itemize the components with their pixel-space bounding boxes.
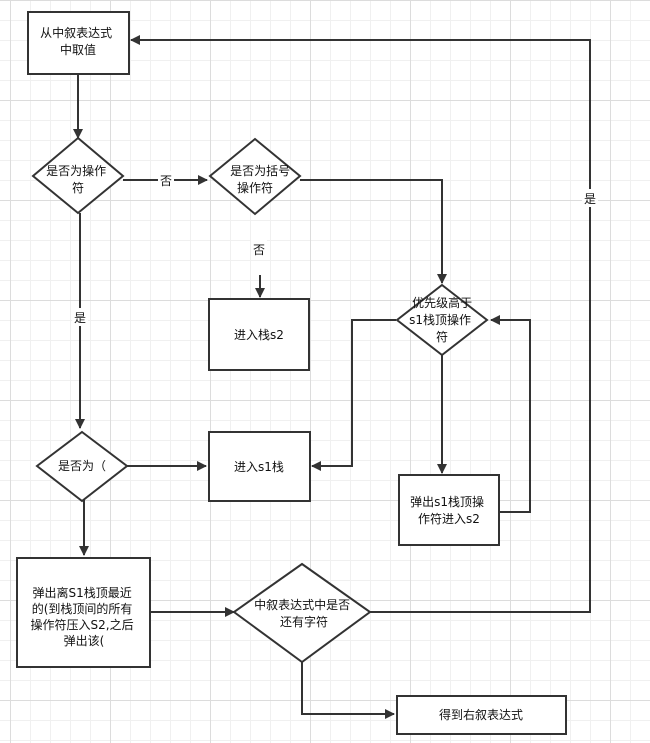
node-text: 中叙表达式中是否 还有字符 bbox=[254, 597, 354, 629]
edge-pop-loop-back bbox=[490, 315, 531, 513]
node-text: 优先级高于 s1栈顶操作 符 bbox=[409, 295, 476, 344]
edge-labels: 否 否 是 是 bbox=[72, 171, 598, 326]
node-has-more-chars: 中叙表达式中是否 还有字符 bbox=[232, 562, 372, 664]
node-push-s1: 进入s1栈 bbox=[208, 431, 311, 502]
node-is-bracket: 是否为括号 操作符 bbox=[208, 137, 302, 216]
edge-priority-to-s1 bbox=[311, 319, 396, 471]
node-text: 弹出s1栈顶操 作符进入s2 bbox=[410, 494, 488, 526]
label-yes-more-chars: 是 bbox=[584, 192, 596, 206]
node-text: 是否为（ bbox=[58, 459, 106, 473]
node-text: 弹出离S1栈顶最近 的(到栈顶间的所有 操作符压入S2,之后 弹出该( bbox=[31, 585, 138, 648]
label-yes-operator: 是 bbox=[74, 311, 86, 325]
node-push-s2: 进入栈s2 bbox=[208, 298, 310, 371]
edge-more-to-result bbox=[301, 662, 395, 719]
edge-bracket-to-priority bbox=[300, 179, 447, 284]
node-text: 是否为操作 符 bbox=[46, 163, 110, 195]
node-pop-s1-to-s2: 弹出s1栈顶操 作符进入s2 bbox=[398, 474, 500, 546]
edge-more-loop-to-top bbox=[130, 35, 591, 613]
node-pop-until-paren: 弹出离S1栈顶最近 的(到栈顶间的所有 操作符压入S2,之后 弹出该( bbox=[16, 557, 151, 668]
node-text: 从中叙表达式 中取值 bbox=[40, 25, 116, 57]
node-text: 得到右叙表达式 bbox=[439, 707, 523, 722]
label-no-operator: 否 bbox=[160, 174, 172, 188]
label-no-bracket: 否 bbox=[253, 243, 265, 257]
node-priority-check: 优先级高于 s1栈顶操作 符 bbox=[395, 283, 489, 357]
node-is-operator: 是否为操作 符 bbox=[31, 136, 125, 215]
node-text: 是否为括号 操作符 bbox=[230, 163, 294, 195]
node-is-left-paren: 是否为（ bbox=[35, 430, 129, 503]
node-text: 进入栈s2 bbox=[234, 327, 284, 342]
node-result: 得到右叙表达式 bbox=[396, 695, 567, 735]
node-take-value: 从中叙表达式 中取值 bbox=[27, 11, 130, 75]
node-text: 进入s1栈 bbox=[234, 459, 284, 474]
